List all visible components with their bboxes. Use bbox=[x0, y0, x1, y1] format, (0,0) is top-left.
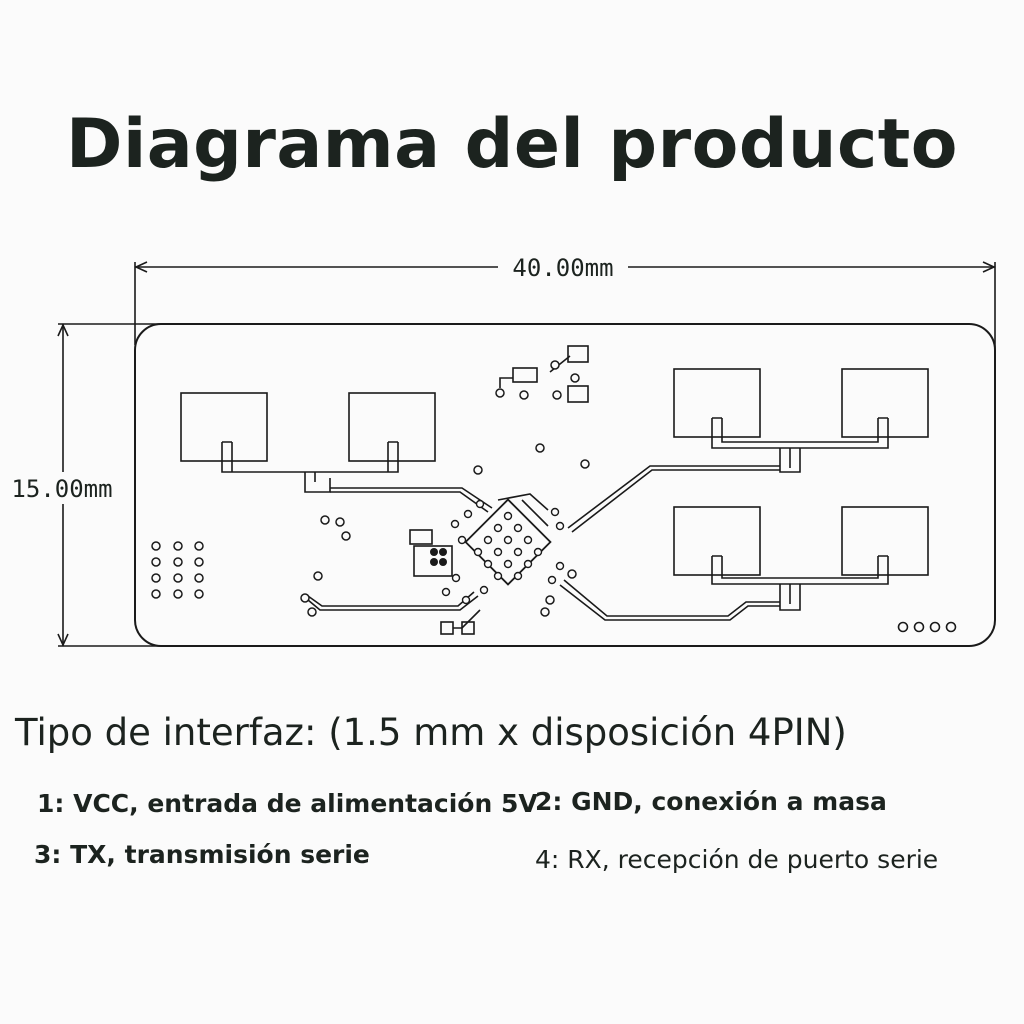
via-grid-left bbox=[151, 541, 204, 599]
antenna-right-bottom bbox=[559, 506, 929, 621]
antenna-right-top bbox=[567, 368, 929, 533]
page-title: Diagrama del producto bbox=[66, 105, 958, 184]
trace-lower bbox=[307, 591, 479, 611]
pcb-diagram: 40.00mm 15.00mm bbox=[11, 254, 996, 647]
width-dimension bbox=[134, 261, 996, 355]
height-dimension bbox=[57, 323, 200, 647]
height-label: 15.00mm bbox=[11, 475, 112, 503]
pin-2-description: 2: GND, conexión a masa bbox=[535, 787, 887, 816]
board-outline bbox=[134, 323, 996, 647]
pin-4-description: 4: RX, recepción de puerto serie bbox=[535, 845, 939, 874]
vias bbox=[300, 360, 590, 617]
interface-title: Tipo de interfaz: (1.5 mm x disposición … bbox=[15, 711, 847, 754]
pin-1-description: 1: VCC, entrada de alimentación 5V bbox=[37, 789, 538, 818]
chip-pads bbox=[441, 499, 565, 605]
width-label: 40.00mm bbox=[512, 254, 613, 282]
pin-header bbox=[897, 621, 957, 633]
pin-3-description: 3: TX, transmisión serie bbox=[34, 840, 370, 869]
antenna-left bbox=[180, 392, 493, 513]
